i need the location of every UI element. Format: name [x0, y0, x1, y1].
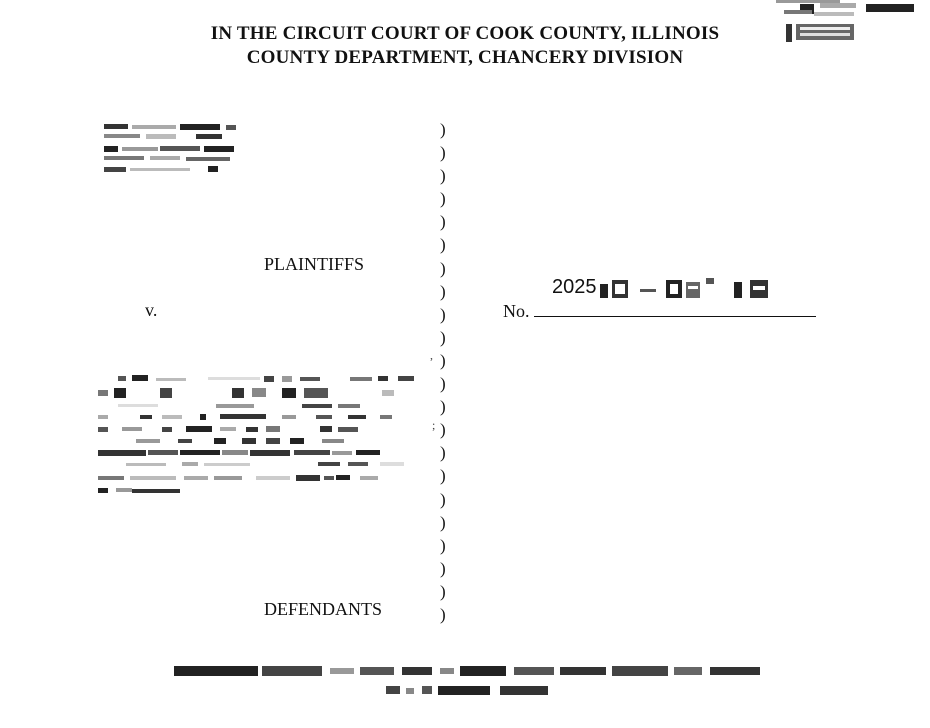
caption-paren: ) [440, 304, 446, 324]
caption-paren: ) [440, 189, 446, 209]
court-heading-line-1: IN THE CIRCUIT COURT OF COOK COUNTY, ILL… [210, 23, 720, 44]
case-number-label: No. [503, 301, 530, 321]
caption-paren: ) [440, 443, 446, 463]
stamped-case-year: 2025 [552, 276, 597, 298]
caption-paren: ) [440, 489, 446, 509]
caption-paren: ) [440, 420, 446, 440]
stray-comma: , [430, 348, 433, 362]
caption-paren: ) [440, 581, 446, 601]
plaintiffs-label: PLAINTIFFS [264, 254, 365, 274]
caption-paren: ) [440, 235, 446, 255]
caption-paren: ) [440, 466, 446, 486]
court-heading-line-2: COUNTY DEPARTMENT, CHANCERY DIVISION [246, 47, 684, 68]
redacted-plaintiff-names [104, 124, 236, 172]
caption-paren: ) [440, 374, 446, 394]
caption-paren: ) [440, 143, 446, 163]
caption-paren: ) [440, 350, 446, 370]
case-number-blank-line [533, 302, 816, 317]
stray-semicolon: ; [432, 418, 436, 432]
caption-paren: ) [440, 281, 446, 301]
caption-paren: ) [440, 604, 446, 624]
caption-paren: ) [440, 327, 446, 347]
case-number-field: No. [503, 301, 816, 322]
caption-paren: ) [440, 258, 446, 278]
caption-paren: ) [440, 120, 446, 139]
caption-paren: ) [440, 397, 446, 417]
redacted-defendant-names [98, 375, 414, 493]
redacted-filing-stamp [776, 0, 914, 42]
caption-paren: ) [440, 166, 446, 186]
redacted-document-title [174, 666, 760, 695]
court-heading: IN THE CIRCUIT COURT OF COOK COUNTY, ILL… [0, 22, 930, 70]
versus-label: v. [145, 300, 158, 320]
caption-paren: ) [440, 512, 446, 532]
redacted-case-number [600, 278, 768, 298]
caption-paren-column: )))))))))))))))))))))) [440, 118, 460, 626]
caption-paren: ) [440, 212, 446, 232]
defendants-label: DEFENDANTS [264, 599, 383, 619]
caption-paren: ) [440, 558, 446, 578]
caption-paren: ) [440, 535, 446, 555]
